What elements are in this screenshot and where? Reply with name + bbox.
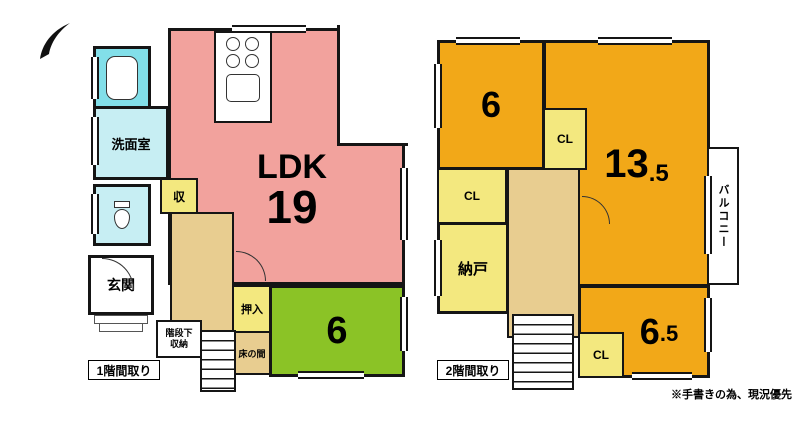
window — [91, 194, 99, 234]
window — [400, 297, 408, 351]
window — [91, 57, 99, 99]
burner-icon — [245, 54, 259, 68]
window — [91, 117, 99, 165]
room-toilet — [93, 184, 151, 246]
room-washroom: 洗面室 — [93, 106, 169, 180]
storage-label: 収 — [172, 189, 185, 204]
bathtub-icon — [106, 55, 138, 100]
ldk-size: 19 — [266, 181, 318, 233]
toilet-tank-icon — [114, 201, 130, 208]
closet-mid-label: CL — [464, 189, 480, 203]
tokonoma-label: 床の間 — [238, 348, 266, 359]
closet-mid: CL — [437, 168, 507, 224]
burner-icon — [226, 37, 240, 51]
ldk-text: LDK 19 — [232, 150, 352, 230]
ldk-name: LDK — [257, 148, 327, 186]
kitchen-counter — [214, 31, 272, 123]
room-bath — [93, 46, 151, 109]
under-stairs-storage: 階段下収納 — [156, 320, 202, 358]
kitchen-sink-icon — [226, 74, 260, 102]
room-6-2f: 6 — [437, 40, 545, 170]
stove-burners-icon — [216, 33, 270, 68]
room-tokonoma: 床の間 — [232, 331, 272, 375]
burner-icon — [245, 37, 259, 51]
window — [434, 240, 442, 296]
under-stairs-label: 階段下収納 — [165, 327, 193, 349]
window — [232, 25, 306, 33]
porch-step — [99, 323, 143, 332]
closet-bottom: CL — [578, 332, 624, 378]
stairs-1f — [200, 330, 236, 392]
room-oshiire: 押入 — [232, 285, 272, 333]
floor1-label-text: 1階間取り — [96, 363, 152, 378]
window — [456, 37, 520, 45]
north-arrow-icon — [40, 23, 70, 59]
tatami-size: 6 — [326, 310, 348, 352]
floor1-label: 1階間取り — [88, 360, 160, 380]
room-storage-shu: 収 — [160, 178, 198, 214]
room-nando: 納戸 — [437, 222, 509, 314]
window — [434, 64, 442, 128]
burner-icon — [226, 54, 240, 68]
room-13-5-size-frac: .5 — [648, 160, 669, 187]
ldk-outline-notch — [337, 25, 408, 146]
room-13-5-size: 13 — [604, 141, 649, 186]
room-6-5-size-frac: .5 — [659, 321, 679, 346]
window — [632, 372, 692, 380]
window — [598, 37, 672, 45]
balcony-label: バルコニー — [717, 183, 729, 249]
note-text: ※手書きの為、現況優先 — [671, 389, 792, 401]
room-6-5-size: 6 — [639, 310, 660, 352]
room-tatami-6: 6 — [269, 285, 405, 377]
closet-top: CL — [543, 108, 587, 170]
window — [704, 298, 712, 352]
nando-label: 納戸 — [457, 260, 488, 278]
oshiire-label: 押入 — [241, 304, 263, 316]
hallway-2f — [507, 168, 580, 338]
hallway-1f — [170, 212, 234, 334]
closet-top-label: CL — [557, 132, 573, 146]
window — [400, 168, 408, 240]
balcony-door-window — [704, 176, 712, 254]
window — [298, 371, 364, 379]
room-6-2f-size: 6 — [480, 84, 502, 125]
floor2-label-text: 2階間取り — [445, 363, 501, 378]
floor2-label: 2階間取り — [437, 360, 509, 380]
washroom-label: 洗面室 — [111, 136, 151, 152]
toilet-bowl-icon — [114, 209, 130, 229]
stairs-2f — [512, 314, 574, 390]
closet-bottom-label: CL — [593, 348, 609, 362]
